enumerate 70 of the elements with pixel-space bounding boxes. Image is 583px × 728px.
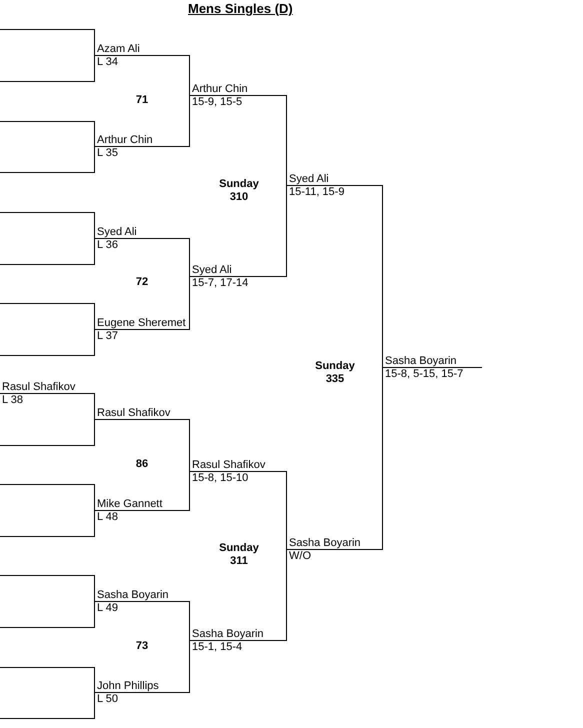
bracket-line (94, 575, 96, 602)
loser-reference: L 48 (97, 511, 118, 523)
player-name: Rasul Shafikov (2, 381, 76, 393)
empty-slot-line (0, 718, 95, 719)
empty-slot-line (0, 445, 95, 446)
bracket-line (94, 667, 96, 693)
match-label: 73 (134, 640, 150, 653)
match-score: 15-8, 5-15, 15-7 (385, 368, 464, 380)
player-name: Arthur Chin (97, 134, 153, 146)
bracket-line (94, 146, 96, 173)
loser-reference: L 36 (97, 239, 118, 251)
match-score: 15-1, 15-4 (192, 641, 242, 653)
loser-reference: L 37 (97, 330, 118, 342)
empty-slot-line (0, 536, 95, 537)
bracket-line (94, 29, 96, 56)
loser-reference: L 35 (97, 147, 118, 159)
empty-slot-line (0, 212, 95, 213)
bracket-line (189, 419, 191, 472)
match-score: W/O (289, 550, 311, 562)
match-label: Sunday 335 (314, 360, 356, 386)
empty-slot-line (0, 81, 95, 82)
player-name: Azam Ali (97, 43, 140, 55)
player-name: Sasha Boyarin (289, 537, 361, 549)
match-score: 15-7, 17-14 (192, 277, 248, 289)
empty-slot-line (0, 303, 95, 304)
bracket-line (94, 329, 96, 356)
loser-reference: L 38 (2, 394, 24, 406)
bracket-line (94, 212, 96, 239)
match-score: 15-9, 15-5 (192, 96, 242, 108)
bracket-line (94, 55, 96, 82)
empty-slot-line (0, 355, 95, 356)
bracket-line (94, 238, 96, 265)
empty-slot-line (0, 264, 95, 265)
empty-slot-line (0, 575, 95, 576)
empty-slot-line (0, 667, 95, 668)
bracket-line (94, 692, 96, 719)
player-name: Sasha Boyarin (192, 628, 264, 640)
player-name: Rasul Shafikov (97, 407, 170, 419)
player-name: Eugene Sheremet (97, 317, 186, 329)
empty-slot-line (0, 29, 95, 30)
player-name: Mike Gannett (97, 498, 162, 510)
player-name: Syed Ali (192, 264, 232, 276)
match-label: 71 (134, 94, 150, 107)
player-name: Sasha Boyarin (97, 589, 169, 601)
empty-slot-line (0, 484, 95, 485)
loser-reference: L 50 (97, 693, 118, 705)
bracket-line (94, 303, 96, 330)
match-score: 15-8, 15-10 (192, 472, 248, 484)
player-name: Syed Ali (97, 226, 137, 238)
player-name: Rasul Shafikov (192, 459, 266, 471)
title: Mens Singles (D) (188, 1, 293, 16)
player-name: John Phillips (97, 680, 159, 692)
bracket-line (94, 419, 96, 446)
loser-reference: L 49 (97, 602, 118, 614)
bracket-line (94, 601, 96, 628)
empty-slot-line (0, 627, 95, 628)
player-name: Sasha Boyarin (385, 355, 457, 367)
loser-reference: L 34 (97, 56, 118, 68)
player-name: Syed Ali (289, 173, 329, 185)
empty-slot-line (0, 121, 95, 122)
match-label: 86 (134, 458, 150, 471)
match-label: Sunday 310 (218, 178, 260, 204)
match-score: 15-11, 15-9 (289, 186, 344, 198)
bracket-line (94, 510, 96, 537)
player-name: Arthur Chin (192, 83, 248, 95)
match-label: 72 (134, 276, 150, 289)
bracket-line (94, 484, 96, 511)
match-label: Sunday 311 (218, 542, 260, 568)
bracket-line (94, 121, 96, 147)
empty-slot-line (0, 172, 95, 173)
